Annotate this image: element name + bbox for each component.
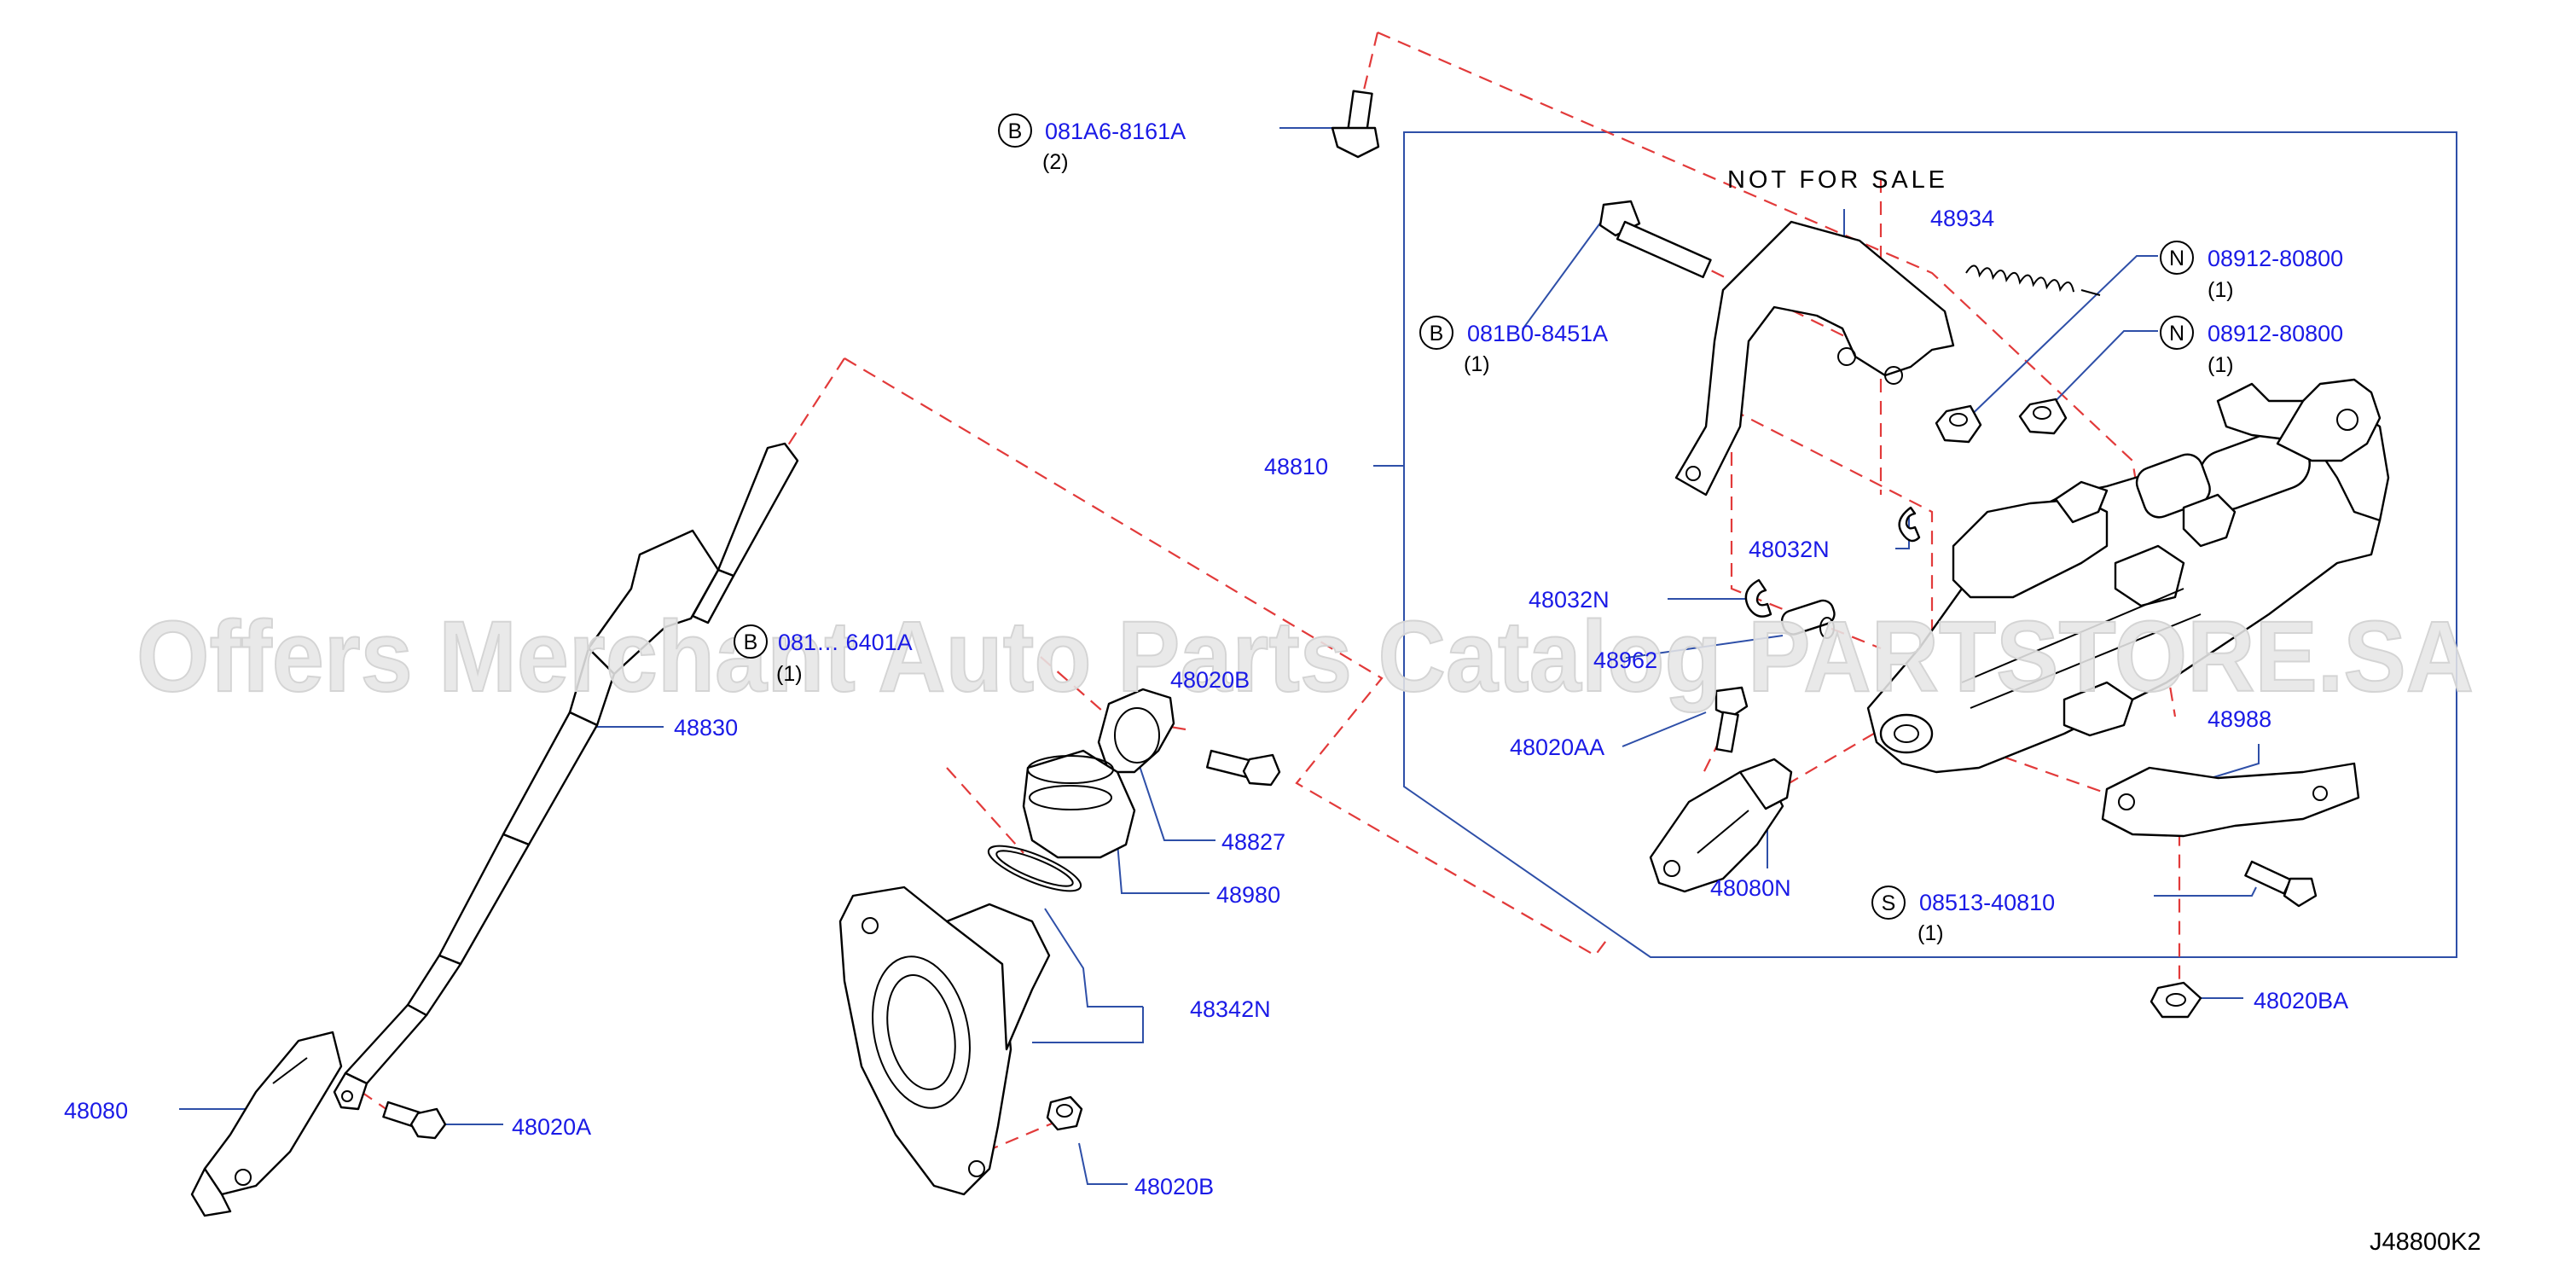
diagram-code: J48800K2 [2370, 1228, 2481, 1256]
bolt-48827-icon [1205, 749, 1281, 787]
quantity-08912-80800-b: (1) [2208, 353, 2234, 377]
assembly-frame [1403, 131, 2457, 958]
callout-symbol: B [1430, 322, 1444, 346]
part-48020aa-label[interactable]: 48020AA [1510, 735, 1604, 760]
circle-b-icon [1419, 316, 1453, 350]
bolt-48020aa-icon [1714, 686, 1749, 753]
part-48342n-label[interactable]: 48342N [1190, 996, 1271, 1022]
nut-48020ba-icon [2150, 981, 2202, 1019]
watermark: Offers Merchant Auto Parts Catalog PARTS… [136, 601, 2474, 713]
shaft-48830-icon [333, 442, 799, 1111]
part-48810-label[interactable]: 48810 [1264, 454, 1328, 479]
callout-08912-80800-a[interactable]: N 08912-80800 (1) [2160, 241, 2343, 302]
callout-symbol: N [2169, 322, 2184, 346]
part-code-obscured[interactable]: 081… 6401A [778, 630, 913, 655]
quantity-081a6-8161a: (2) [1042, 150, 1069, 174]
quantity-08912-80800-a: (1) [2208, 278, 2234, 302]
seal-ring-48342n-icon [987, 845, 1082, 892]
assembly-dashed-lines [323, 31, 2181, 1153]
bracket-48988-icon [2101, 762, 2360, 838]
boot-48980-icon [1022, 749, 1136, 859]
bolt-48020a-icon [382, 1100, 447, 1140]
part-48020ba-label[interactable]: 48020BA [2254, 988, 2348, 1013]
quantity-081b0-8451a: (1) [1464, 352, 1490, 376]
part-code-081a6-8161a[interactable]: 081A6-8161A [1045, 119, 1186, 144]
part-48020b-upper-label[interactable]: 48020B [1170, 667, 1250, 693]
part-48020a-label[interactable]: 48020A [512, 1114, 591, 1140]
part-48934-label[interactable]: 48934 [1930, 206, 1994, 231]
bushing-48962-icon [1780, 599, 1836, 639]
callout-symbol: S [1882, 891, 1896, 915]
callout-081a6-8161a[interactable]: B 081A6-8161A (2) [998, 113, 1186, 174]
part-48962-label[interactable]: 48962 [1593, 648, 1657, 673]
part-48080-label[interactable]: 48080 [64, 1098, 128, 1124]
callout-08513-40810[interactable]: S 08513-40810 (1) [1871, 886, 2055, 945]
screw-08513-icon [2244, 860, 2318, 908]
part-48988-label[interactable]: 48988 [2208, 706, 2271, 732]
nut-n1-icon [1935, 404, 1982, 444]
clip-48032n-upper-icon [1898, 506, 1921, 543]
part-48980-label[interactable]: 48980 [1216, 882, 1280, 908]
clip-48032n-lower-icon [1744, 578, 1772, 618]
joint-48080n-icon [1649, 758, 1793, 893]
callout-081b0-8451a[interactable]: B 081B0-8451A (1) [1419, 316, 1608, 376]
part-48080n-label[interactable]: 48080N [1710, 875, 1791, 901]
callout-symbol: B [744, 630, 758, 654]
steering-column-48810-icon [1866, 378, 2390, 774]
dash-boot-48342n-icon [838, 886, 1051, 1196]
circle-n-icon [2160, 316, 2194, 350]
bolt-081b0-icon [1598, 200, 1712, 279]
part-48020b-label[interactable]: 48020B [1134, 1174, 1214, 1199]
callout-symbol: B [1008, 119, 1023, 143]
joint-48080-icon [190, 1031, 343, 1217]
part-48830-label[interactable]: 48830 [674, 715, 738, 740]
spring-48934-icon [1965, 264, 2101, 296]
mounting-bracket-icon [1674, 220, 1955, 497]
callout-obscured-bolt[interactable]: B 081… 6401A (1) [734, 624, 913, 686]
quantity-08513-40810: (1) [1917, 921, 1944, 945]
part-48032n-lower-label[interactable]: 48032N [1529, 587, 1610, 613]
part-code-08912-80800-b[interactable]: 08912-80800 [2208, 321, 2343, 346]
part-code-081b0-8451a[interactable]: 081B0-8451A [1467, 321, 1608, 346]
part-48827-label[interactable]: 48827 [1221, 829, 1285, 855]
part-code-08912-80800-a[interactable]: 08912-80800 [2208, 246, 2343, 271]
nut-n2-icon [2018, 398, 2068, 435]
bolt-081a6-icon [1331, 90, 1380, 159]
callout-08912-80800-b[interactable]: N 08912-80800 (1) [2160, 316, 2343, 377]
leader-lines [179, 127, 2260, 1185]
part-code-08513-40810[interactable]: 08513-40810 [1919, 890, 2055, 915]
callout-symbol: N [2169, 247, 2184, 270]
circle-n-icon [2160, 241, 2194, 275]
quantity-obscured: (1) [776, 662, 803, 686]
not-for-sale-label: NOT FOR SALE [1727, 166, 1945, 194]
circle-s-icon [1871, 886, 1906, 920]
circle-b-icon [998, 113, 1032, 148]
plug-48020b-icon [1046, 1095, 1083, 1131]
circle-b-icon [734, 624, 768, 659]
part-48032n-upper-label[interactable]: 48032N [1749, 537, 1830, 562]
